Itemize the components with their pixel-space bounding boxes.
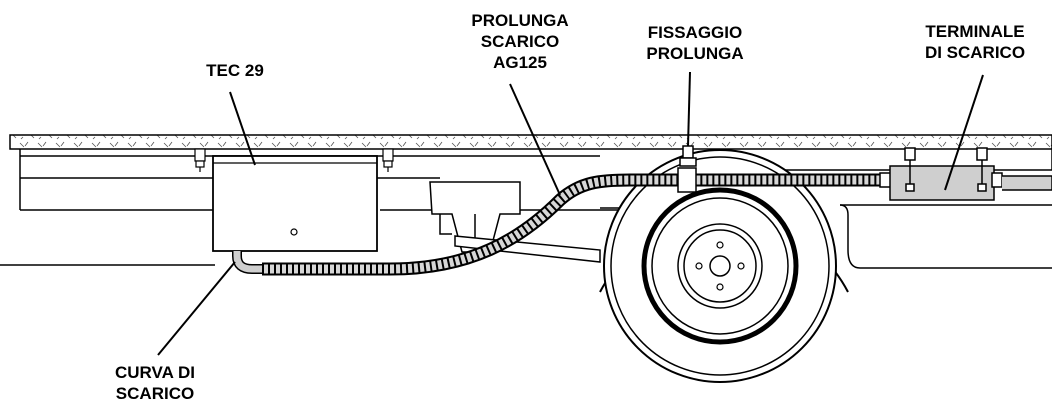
- vehicle-floor-slab: [9, 134, 1052, 150]
- extension-fixing-clamp: [677, 145, 697, 193]
- label-line: SCARICO: [115, 384, 195, 403]
- label-line: PROLUNGA: [646, 44, 744, 63]
- label-line: CURVA DI: [115, 363, 195, 382]
- label-line: SCARICO: [480, 32, 560, 51]
- callout-leaders: [157, 71, 984, 356]
- label-line: PROLUNGA: [471, 11, 569, 30]
- leader-terminale: [944, 74, 984, 191]
- label-terminale-di-scarico: TERMINALE DI SCARICO: [905, 21, 1045, 63]
- exhaust-extension-hose: [262, 173, 880, 276]
- leader-fissaggio: [687, 71, 691, 147]
- exhaust-terminal-muffler: [879, 147, 1052, 201]
- leader-tec: [229, 91, 256, 166]
- wheel: [599, 149, 849, 383]
- heater-unit-box: [194, 148, 394, 252]
- leader-prolunga: [509, 83, 561, 196]
- exhaust-curve-pipe: [232, 251, 262, 274]
- label-tec-29: TEC 29: [206, 61, 264, 80]
- label-line: AG125: [493, 53, 547, 72]
- label-line: DI SCARICO: [924, 43, 1026, 62]
- leader-curva: [157, 261, 236, 356]
- label-prolunga-scarico: PROLUNGA SCARICO AG125: [455, 10, 585, 73]
- label-curva-di-scarico: CURVA DI SCARICO: [85, 362, 225, 404]
- label-line: FISSAGGIO: [647, 23, 743, 42]
- label-fissaggio-prolunga: FISSAGGIO PROLUNGA: [630, 22, 760, 64]
- label-line: TERMINALE: [925, 22, 1025, 41]
